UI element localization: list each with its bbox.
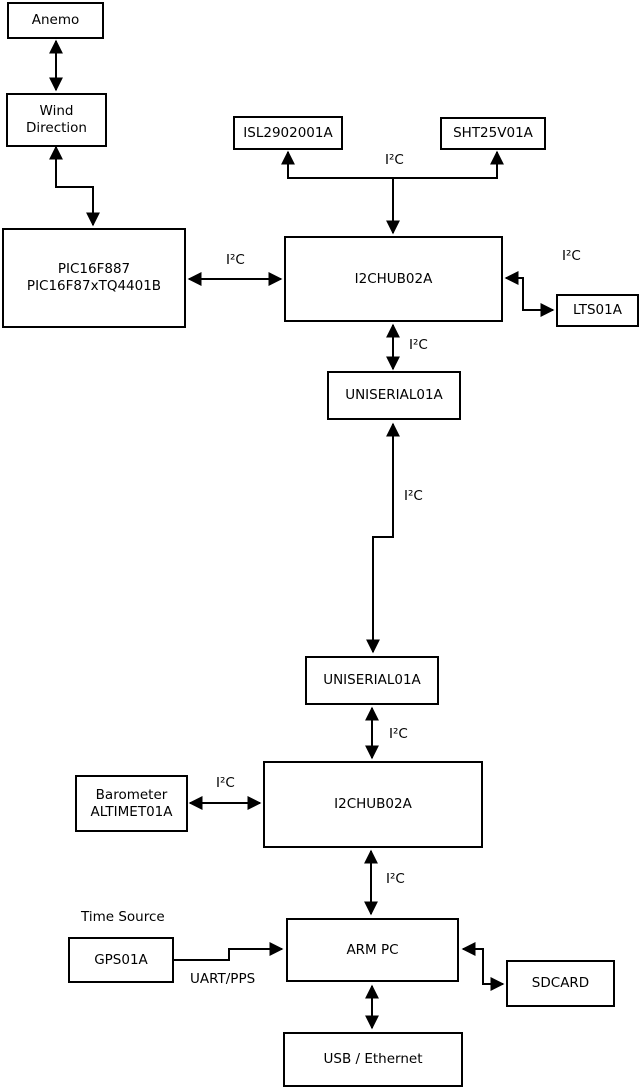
edge-label-uart-pps: UART/PPS — [190, 971, 256, 987]
node-sdcard-label: SDCARD — [531, 975, 590, 992]
node-wind-direction: Wind Direction — [6, 93, 107, 147]
node-i2chub02a-1-label: I2CHUB02A — [354, 270, 433, 287]
node-uniserial01a-2: UNISERIAL01A — [305, 656, 439, 705]
node-pic16f887-label-line2: PIC16F87xTQ4401B — [26, 278, 162, 294]
edge-label-i2c-pic-hub: I²C — [226, 252, 245, 268]
node-usb-ethernet-label: USB / Ethernet — [323, 1051, 423, 1068]
node-i2chub02a-1: I2CHUB02A — [284, 236, 503, 322]
node-anemo: Anemo — [7, 2, 104, 39]
edge-label-i2c-branch: I²C — [385, 152, 404, 168]
node-isl2902001a-label: ISL2902001A — [243, 124, 333, 141]
node-arm-pc: ARM PC — [286, 918, 459, 982]
node-lts01a-label: LTS01A — [573, 302, 622, 319]
node-gps01a: GPS01A — [68, 937, 174, 983]
node-sht25v01a-label: SHT25V01A — [453, 125, 533, 142]
edge-label-i2c-hub-lts: I²C — [562, 248, 581, 264]
node-wind-direction-label-line2: Direction — [26, 120, 87, 136]
node-usb-ethernet: USB / Ethernet — [283, 1032, 463, 1087]
connector-gps-armpc — [174, 942, 284, 961]
node-uniserial01a-1-label: UNISERIAL01A — [345, 387, 443, 404]
node-pic16f887-label-line1: PIC16F887 — [57, 261, 131, 278]
node-barometer-altimet01a: Barometer ALTIMET01A — [75, 775, 188, 832]
node-barometer-label-line2: ALTIMET01A — [90, 803, 173, 820]
node-sht25v01a: SHT25V01A — [440, 117, 546, 150]
edge-label-i2c-hub-uniserial1: I²C — [409, 337, 428, 353]
node-isl2902001a: ISL2902001A — [233, 116, 343, 150]
node-arm-pc-label: ARM PC — [346, 941, 399, 958]
edge-label-i2c-uniserial-link: I²C — [404, 488, 423, 504]
connector-i2chub1-lts — [504, 271, 555, 317]
node-sdcard: SDCARD — [506, 960, 615, 1007]
edge-label-i2c-uniserial2-hub2: I²C — [389, 726, 408, 742]
node-uniserial01a-1: UNISERIAL01A — [327, 371, 461, 420]
node-wind-direction-label-line1: Wind — [39, 103, 74, 120]
connector-armpc-sdcard — [461, 942, 505, 991]
node-barometer-label-line1: Barometer — [95, 786, 168, 803]
edge-label-i2c-hub2-armpc: I²C — [386, 871, 405, 887]
node-anemo-label: Anemo — [31, 12, 80, 29]
connector-winddir-pic — [49, 145, 100, 227]
node-pic16f887: PIC16F887 PIC16F87xTQ4401B — [2, 228, 186, 328]
node-uniserial01a-2-label: UNISERIAL01A — [323, 672, 421, 689]
node-gps01a-label: GPS01A — [94, 951, 148, 968]
node-i2chub02a-2: I2CHUB02A — [263, 761, 483, 848]
connector-uniserial1-uniserial2 — [366, 422, 400, 654]
node-lts01a: LTS01A — [556, 294, 639, 327]
edge-label-i2c-barometer-hub2: I²C — [216, 775, 235, 791]
node-i2chub02a-2-label: I2CHUB02A — [334, 796, 412, 813]
edge-label-time-source: Time Source — [81, 909, 165, 925]
